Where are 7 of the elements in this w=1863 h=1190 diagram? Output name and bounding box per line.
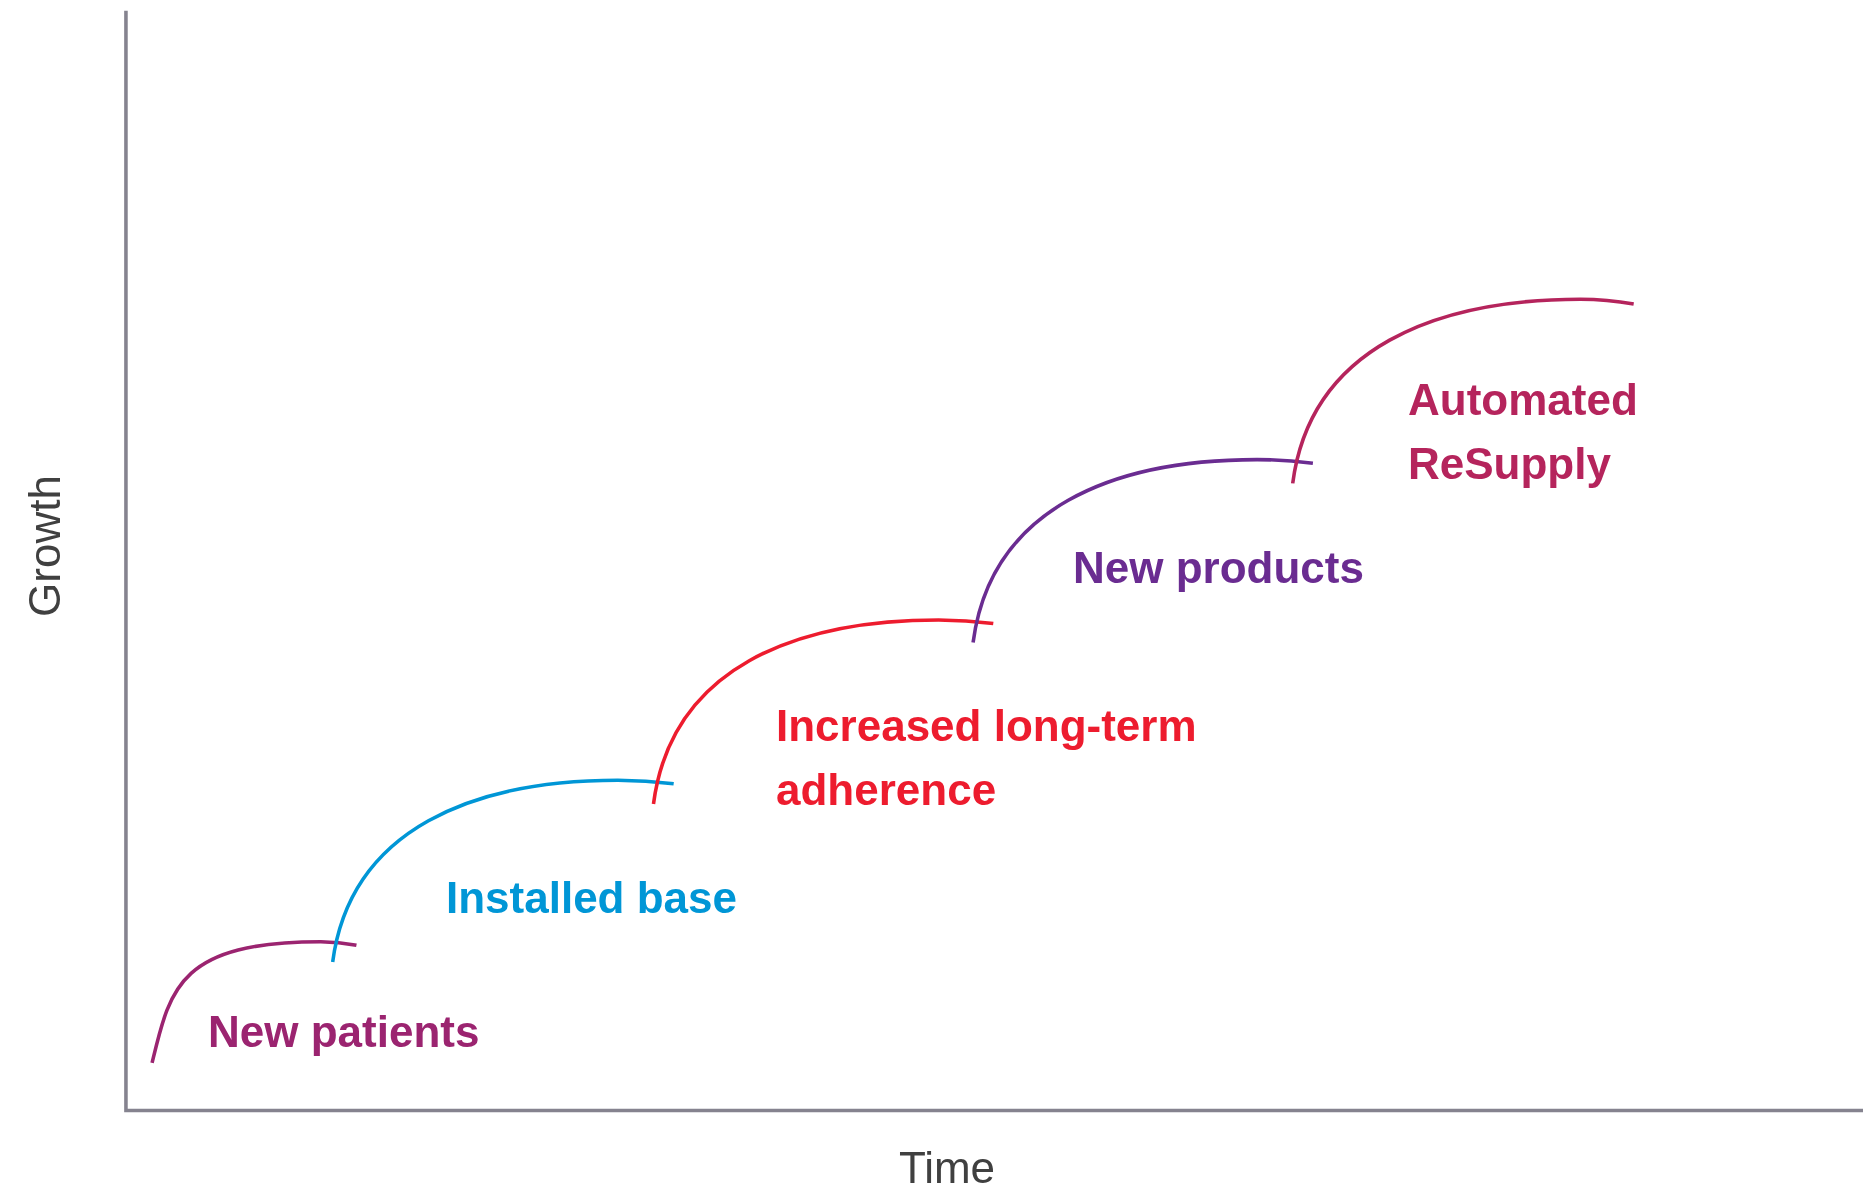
growth-driver-label: Installed base [446,872,738,924]
axis-label: Time [898,1146,996,1190]
growth-driver-label: Automated ReSupply [1408,374,1639,490]
axis-label: Growth [23,475,67,617]
growth-driver-label: New products [1073,542,1365,594]
growth-driver-label: New patients [208,1006,481,1058]
growth-driver-label: Increased long-term adherence [776,700,1198,816]
